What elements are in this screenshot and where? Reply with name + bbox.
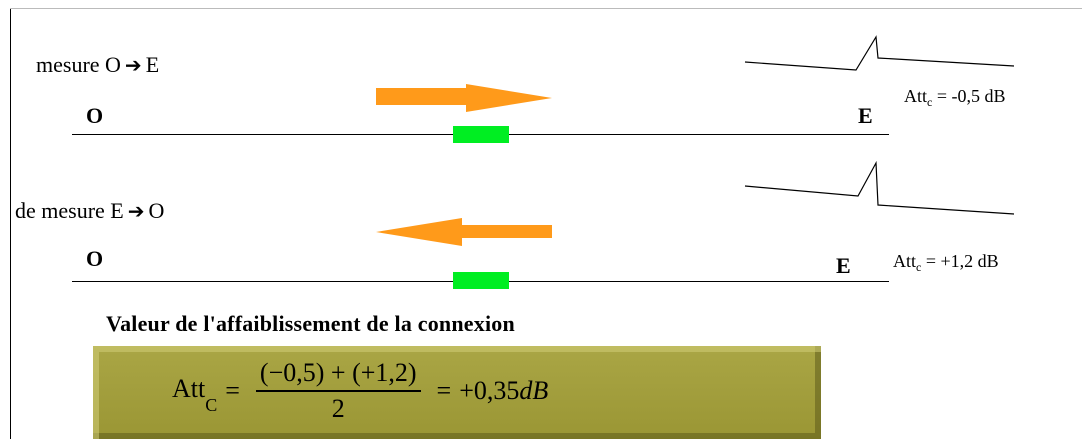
formula-denominator: 2	[331, 394, 345, 423]
formula-lhs-text: Att	[172, 374, 206, 403]
formula-equals-1: =	[225, 376, 240, 405]
result-box	[93, 346, 821, 439]
formula-fraction: (−0,5) + (+1,2) 2	[255, 358, 421, 424]
measure-1-caption-suffix: E	[145, 52, 160, 77]
att-sub: c	[916, 260, 922, 274]
att-label: Att	[893, 251, 917, 271]
connector-1	[453, 126, 509, 143]
formula-value: +0,35	[459, 376, 520, 405]
frame-top-border	[10, 8, 1082, 9]
measure-1-right-label: E	[858, 103, 873, 128]
measure-2-left-label: O	[86, 246, 104, 271]
measure-2-attenuation: Attc = +1,2 dB	[893, 252, 999, 273]
measure-2-right-label: E	[836, 253, 851, 278]
measure-1-caption: mesure O➔E	[36, 54, 159, 76]
result-title: Valeur de l'affaiblissement de la connex…	[106, 311, 515, 336]
right-arrow-icon: ➔	[127, 199, 145, 223]
att-label: Att	[904, 86, 928, 106]
formula-numerator: (−0,5) + (+1,2)	[255, 358, 421, 392]
att-value: = -0,5 dB	[936, 86, 1006, 106]
measure-1-caption-prefix: mesure O	[36, 52, 121, 77]
connector-2	[453, 272, 509, 289]
formula-result: +0,35dB	[459, 376, 548, 406]
measure-1-left-label: O	[86, 103, 104, 128]
right-arrow-icon: ➔	[124, 53, 142, 77]
measure-2-caption-prefix: de mesure E	[15, 198, 124, 223]
formula-lhs-sub: C	[205, 395, 218, 415]
formula-lhs: AttC	[172, 374, 217, 415]
measure-2-caption: de mesure E➔O	[15, 200, 164, 222]
att-sub: c	[927, 95, 933, 109]
measure-2-caption-suffix: O	[148, 198, 165, 223]
result-formula: AttC = (−0,5) + (+1,2) 2 = +0,35dB	[172, 358, 548, 424]
frame-left-border	[10, 8, 11, 439]
att-value: = +1,2 dB	[925, 251, 999, 271]
formula-equals-2: =	[436, 376, 452, 405]
formula-unit: dB	[519, 376, 549, 405]
measure-1-attenuation: Attc = -0,5 dB	[904, 87, 1006, 108]
